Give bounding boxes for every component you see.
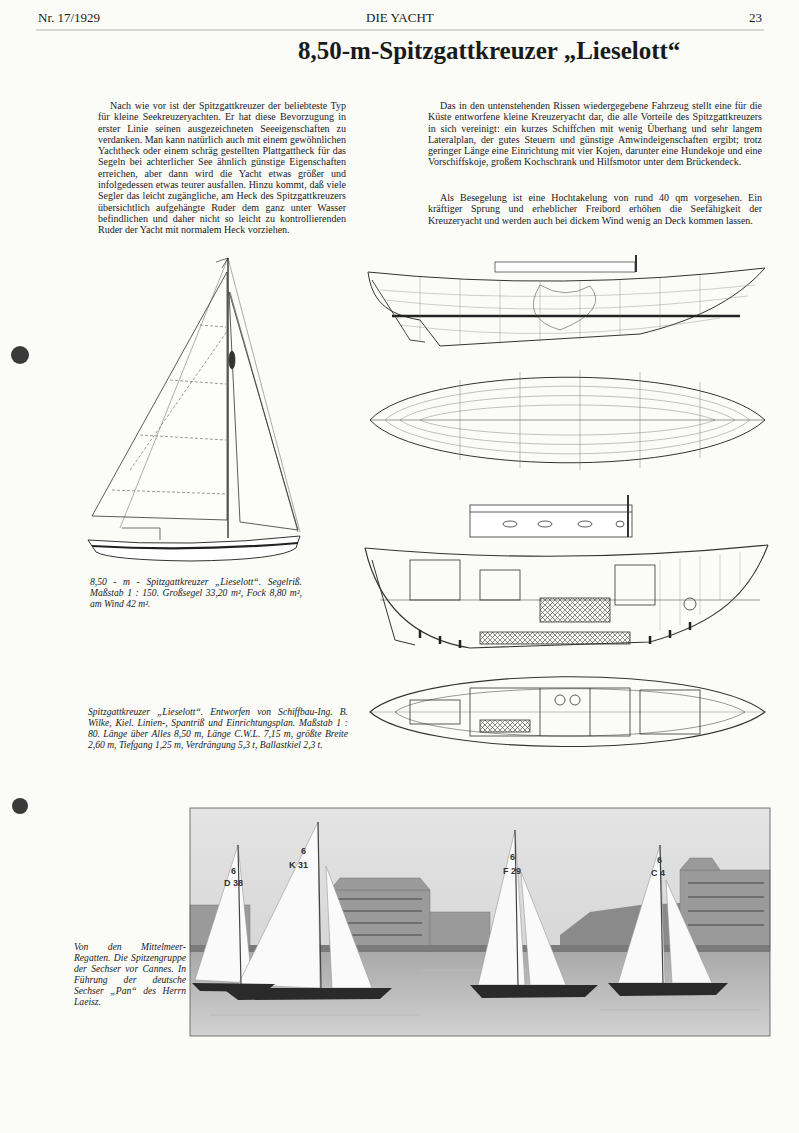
accommodation-plan <box>370 677 765 747</box>
sail-number: 6 <box>231 866 236 876</box>
magazine-name: DIE YACHT <box>366 10 434 26</box>
punch-hole <box>11 346 29 364</box>
body-text: Das in den untenstehenden Rissen wiederg… <box>428 100 762 168</box>
figure-caption: 8,50 - m - Spitzgattkreuzer „Lieselott“.… <box>90 576 302 609</box>
lines-profile <box>368 255 765 346</box>
sail-number: K 31 <box>289 860 308 870</box>
page-number: 23 <box>749 10 762 26</box>
lines-half-breadth <box>370 370 765 470</box>
regatta-photo <box>190 808 770 1036</box>
sail-number: 6 <box>510 852 515 862</box>
sail-number: D 38 <box>224 878 243 888</box>
interior-profile <box>365 495 768 648</box>
punch-hole <box>12 798 28 814</box>
issue-number: Nr. 17/1929 <box>38 10 100 26</box>
header-rule <box>36 30 764 31</box>
figure-caption: Spitzgattkreuzer „Lieselott“. Entworfen … <box>88 706 348 750</box>
sail-number: 6 <box>657 855 662 865</box>
sail-plan <box>88 258 300 561</box>
sail-number: C 4 <box>651 868 665 878</box>
page-title: 8,50-m-Spitzgattkreuzer „Lieselott“ <box>298 37 680 65</box>
photo-caption: Von den Mittelmeer-Regatten. Die Spitzen… <box>74 941 186 1007</box>
sail-number: 6 <box>301 846 306 856</box>
sail-number: F 29 <box>503 866 521 876</box>
body-text: Nach wie vor ist der Spitzgattkreuzer de… <box>98 100 346 236</box>
body-text: Als Besegelung ist eine Hochtakelung von… <box>428 192 762 226</box>
